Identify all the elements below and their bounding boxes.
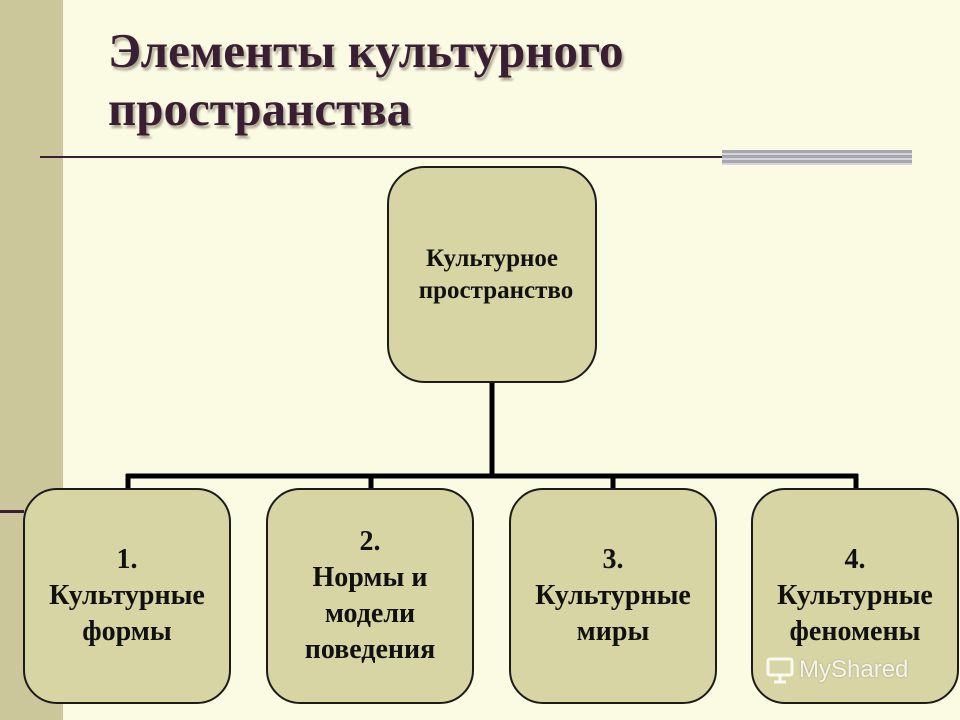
child-node-1-number: 1. — [116, 544, 138, 575]
child-node-3: 3. Культурные миры — [509, 488, 717, 704]
child-node-1: 1. Культурные формы — [23, 488, 231, 704]
child-node-4-number: 4. — [844, 544, 866, 575]
page-title-line-2: пространства — [108, 81, 412, 136]
presentation-board-icon — [766, 657, 794, 684]
title-accent-bar — [722, 150, 912, 165]
page-title: Элементы культурного пространства — [108, 22, 868, 138]
root-node-cultural-space: Культурное пространство — [387, 166, 597, 383]
child-node-3-line-1: Культурные — [535, 580, 691, 611]
child-node-4-line-2: феномены — [789, 616, 921, 647]
title-underline — [40, 156, 912, 158]
child-node-3-line-2: миры — [576, 616, 650, 647]
child-node-3-number: 3. — [602, 544, 624, 575]
watermark-text: MyShared — [799, 656, 909, 683]
child-node-2: 2. Нормы и модели поведения — [266, 488, 474, 704]
child-node-2-line-3: поведения — [304, 634, 436, 665]
child-node-4: 4. Культурные феномены — [751, 488, 959, 704]
child-node-2-line-2: модели — [324, 598, 416, 629]
child-node-2-number: 2. — [359, 526, 381, 557]
left-accent-rule — [0, 510, 24, 513]
child-node-2-line-1: Нормы и — [312, 562, 428, 593]
root-node-line-2: пространство — [418, 276, 574, 304]
root-node-line-1: Культурное — [425, 244, 559, 272]
watermark: MyShared — [765, 655, 908, 685]
page-title-line-1: Элементы культурного — [108, 23, 624, 78]
child-node-1-line-2: формы — [82, 616, 172, 647]
child-node-1-line-1: Культурные — [49, 580, 205, 611]
child-node-4-line-1: Культурные — [777, 580, 933, 611]
